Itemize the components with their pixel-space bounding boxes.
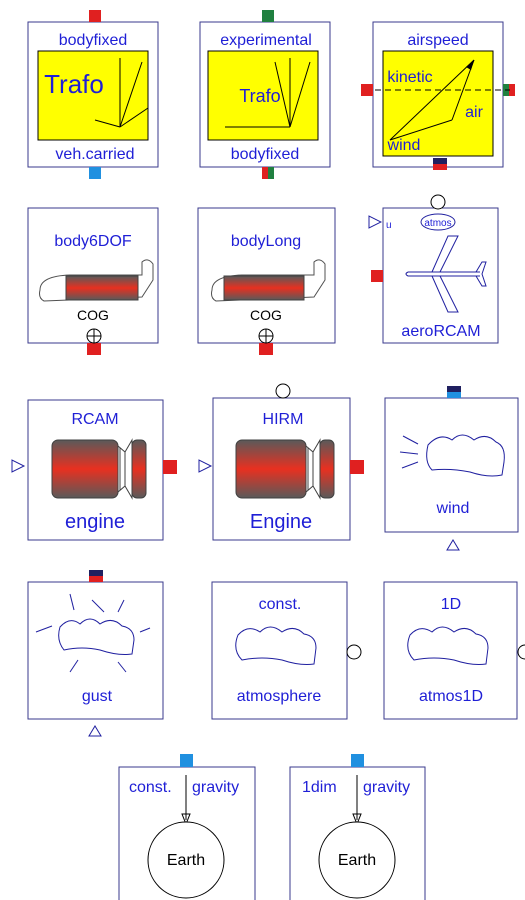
cog-label: COG: [77, 307, 109, 323]
earth-circle-icon: [147, 821, 225, 899]
connector-bottom-blue[interactable]: [89, 167, 101, 179]
earth-label: Earth: [167, 852, 205, 869]
block-bottom-label: atmosphere: [237, 688, 322, 705]
input-triangle[interactable]: [198, 459, 213, 473]
atmos-ellipse: [420, 213, 456, 231]
block-bottom-label: wind: [436, 500, 470, 517]
gust-cloud-icon: [35, 593, 151, 673]
block-bodyfixed-trafo[interactable]: bodyfixed Trafo veh.carried: [27, 10, 159, 179]
gravity-right-label: gravity: [363, 779, 410, 796]
block-top-label: 1D: [441, 596, 461, 613]
block-1dim-gravity[interactable]: 1dim gravity Earth: [289, 754, 426, 900]
fuselage-icon: [39, 259, 154, 302]
block-wind[interactable]: wind: [384, 386, 519, 551]
block-bottom-label: bodyfixed: [231, 146, 300, 163]
frame-axes-icon: [94, 58, 149, 128]
earth-label: Earth: [338, 852, 376, 869]
gravity-right-label: gravity: [192, 779, 239, 796]
trafo-label: Trafo: [44, 69, 104, 99]
connector-right-red[interactable]: [350, 460, 364, 474]
block-top-label: bodyfixed: [59, 32, 128, 49]
airplane-icon: [405, 235, 487, 313]
air-label: air: [465, 104, 483, 121]
output-triangle[interactable]: [88, 725, 102, 737]
connector-top-blue[interactable]: [447, 392, 461, 398]
block-const-atmosphere[interactable]: const. atmosphere: [211, 581, 362, 720]
connector-top-navy[interactable]: [447, 386, 461, 392]
trafo-label: Trafo: [239, 86, 280, 106]
block-experimental-trafo[interactable]: experimental Trafo bodyfixed: [199, 10, 331, 179]
cloud-icon: [235, 626, 317, 665]
earth-circle-icon: [318, 821, 396, 899]
block-const-gravity[interactable]: const. gravity Earth: [118, 754, 256, 900]
wind-cloud-icon: [399, 434, 505, 477]
connector-bottom-navy[interactable]: [433, 158, 447, 164]
block-top-label: HIRM: [263, 411, 304, 428]
block-bottom-label: atmos1D: [419, 688, 483, 705]
connector-right-red[interactable]: [163, 460, 177, 474]
block-bottom-label: veh.carried: [55, 146, 134, 163]
block-bottom-label: gust: [82, 688, 113, 705]
block-airspeed[interactable]: airspeed kinetic air wind: [361, 21, 515, 170]
connector-top-red[interactable]: [89, 576, 103, 582]
connector-bottom-green[interactable]: [268, 167, 274, 179]
u-label: u: [386, 220, 392, 231]
engine-icon: [235, 438, 335, 500]
connector-right-circle[interactable]: [517, 644, 525, 660]
atmos-label: atmos: [424, 218, 451, 229]
connector-bottom-red[interactable]: [87, 343, 101, 355]
block-body6dof[interactable]: body6DOF COG: [27, 207, 159, 355]
connector-top-navy[interactable]: [89, 570, 103, 576]
block-atmos1d[interactable]: 1D atmos1D: [383, 581, 525, 720]
connector-left-red[interactable]: [371, 270, 383, 282]
connector-bottom-red[interactable]: [262, 167, 268, 179]
block-rcam-engine[interactable]: RCAM engine: [11, 399, 177, 541]
block-bodylong[interactable]: bodyLong COG: [197, 207, 336, 355]
connector-bottom-red[interactable]: [259, 343, 273, 355]
gravity-left-label: 1dim: [302, 779, 337, 796]
input-u-triangle[interactable]: [368, 215, 383, 229]
block-top-label: const.: [259, 596, 302, 613]
block-hirm-engine[interactable]: HIRM Engine: [198, 383, 364, 541]
frame-axes-icon: [225, 58, 311, 128]
block-gust[interactable]: gust: [27, 570, 164, 737]
connector-right-red[interactable]: [509, 84, 515, 96]
block-aerorcam[interactable]: atmos u aeroRCAM: [368, 194, 499, 344]
connector-top-blue[interactable]: [351, 754, 364, 767]
output-triangle[interactable]: [446, 539, 460, 551]
block-top-label: bodyLong: [231, 233, 301, 250]
cloud-icon: [407, 626, 489, 665]
connector-left-red[interactable]: [361, 84, 373, 96]
connector-top-circle[interactable]: [275, 383, 291, 399]
block-bottom-label: Engine: [250, 511, 312, 533]
connector-right-circle[interactable]: [346, 644, 362, 660]
block-top-label: airspeed: [407, 32, 468, 49]
gravity-left-label: const.: [129, 779, 172, 796]
connector-bottom-red[interactable]: [433, 164, 447, 170]
block-bottom-label: engine: [65, 511, 125, 533]
input-triangle[interactable]: [11, 459, 26, 473]
block-top-label: RCAM: [71, 411, 118, 428]
wind-triangle-icon: [389, 59, 475, 141]
engine-icon: [51, 438, 147, 500]
block-top-label: experimental: [220, 32, 312, 49]
wind-label: wind: [387, 137, 421, 154]
kinetic-label: kinetic: [387, 69, 432, 86]
fuselage-icon: [211, 259, 326, 302]
connector-top-red[interactable]: [89, 10, 101, 22]
connector-top-blue[interactable]: [180, 754, 193, 767]
block-bottom-label: aeroRCAM: [401, 323, 480, 340]
block-top-label: body6DOF: [54, 233, 132, 250]
connector-top-green[interactable]: [262, 10, 274, 22]
cog-label: COG: [250, 307, 282, 323]
connector-top-circle[interactable]: [430, 194, 446, 210]
